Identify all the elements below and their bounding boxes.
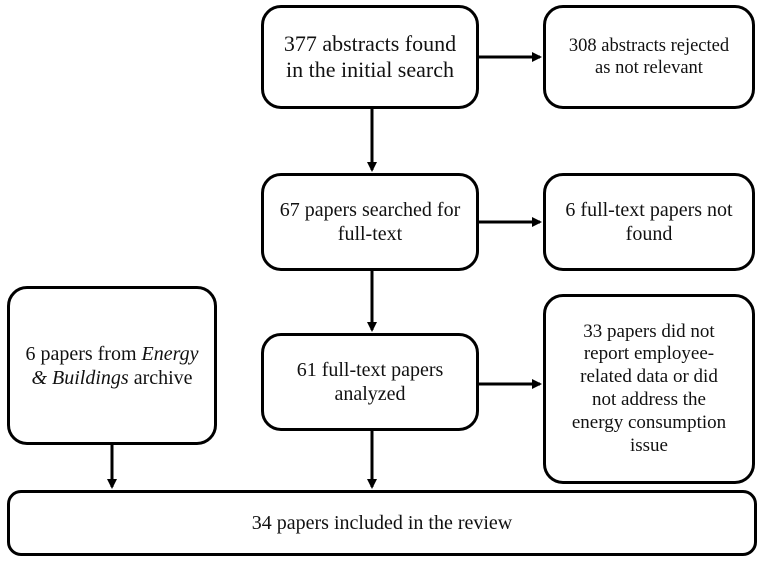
initial-search-line2: in the initial search xyxy=(285,57,454,82)
archive-box: 6 papers from Energy & Buildings archive xyxy=(7,286,217,445)
archive-journal-amp: & xyxy=(31,366,48,389)
not-found-box: 6 full-text papers not found xyxy=(543,173,755,271)
included-text: 34 papers included in the review xyxy=(251,512,513,534)
initial-search-box: 377 abstracts found in the initial searc… xyxy=(261,5,479,109)
excluded-line4: not address the xyxy=(592,389,706,410)
excluded-line3: related data or did xyxy=(580,366,718,388)
full-text-search-box: 67 papers searched for full-text xyxy=(261,173,479,271)
excluded-line5: energy consumption xyxy=(571,411,727,433)
excluded-line1: 33 papers did not xyxy=(583,320,715,342)
initial-search-line1: 377 abstracts found xyxy=(283,30,457,56)
archive-journal-part1: Energy xyxy=(141,342,199,365)
full-text-search-line1: 67 papers searched for xyxy=(279,199,461,221)
archive-journal-part2: Buildings xyxy=(52,366,129,389)
analyzed-line2: analyzed xyxy=(334,383,406,405)
archive-pre: 6 papers from xyxy=(25,342,142,365)
analyzed-line1: 61 full-text papers xyxy=(296,359,444,381)
not-found-line2: found xyxy=(625,223,673,245)
excluded-line2: report employee- xyxy=(583,343,715,365)
rejected-line1: 308 abstracts rejected xyxy=(568,35,730,56)
rejected-box: 308 abstracts rejected as not relevant xyxy=(543,5,755,109)
excluded-box: 33 papers did not report employee- relat… xyxy=(543,294,755,484)
analyzed-box: 61 full-text papers analyzed xyxy=(261,333,479,431)
archive-post: archive xyxy=(128,366,193,389)
full-text-search-line2: full-text xyxy=(337,223,403,245)
excluded-line6: issue xyxy=(629,434,668,456)
archive-line1: 6 papers from Energy xyxy=(25,342,198,366)
archive-line2: & Buildings archive xyxy=(25,366,198,390)
rejected-line2: as not relevant xyxy=(595,58,703,78)
included-box: 34 papers included in the review xyxy=(7,490,757,556)
not-found-line1: 6 full-text papers not xyxy=(565,199,733,221)
